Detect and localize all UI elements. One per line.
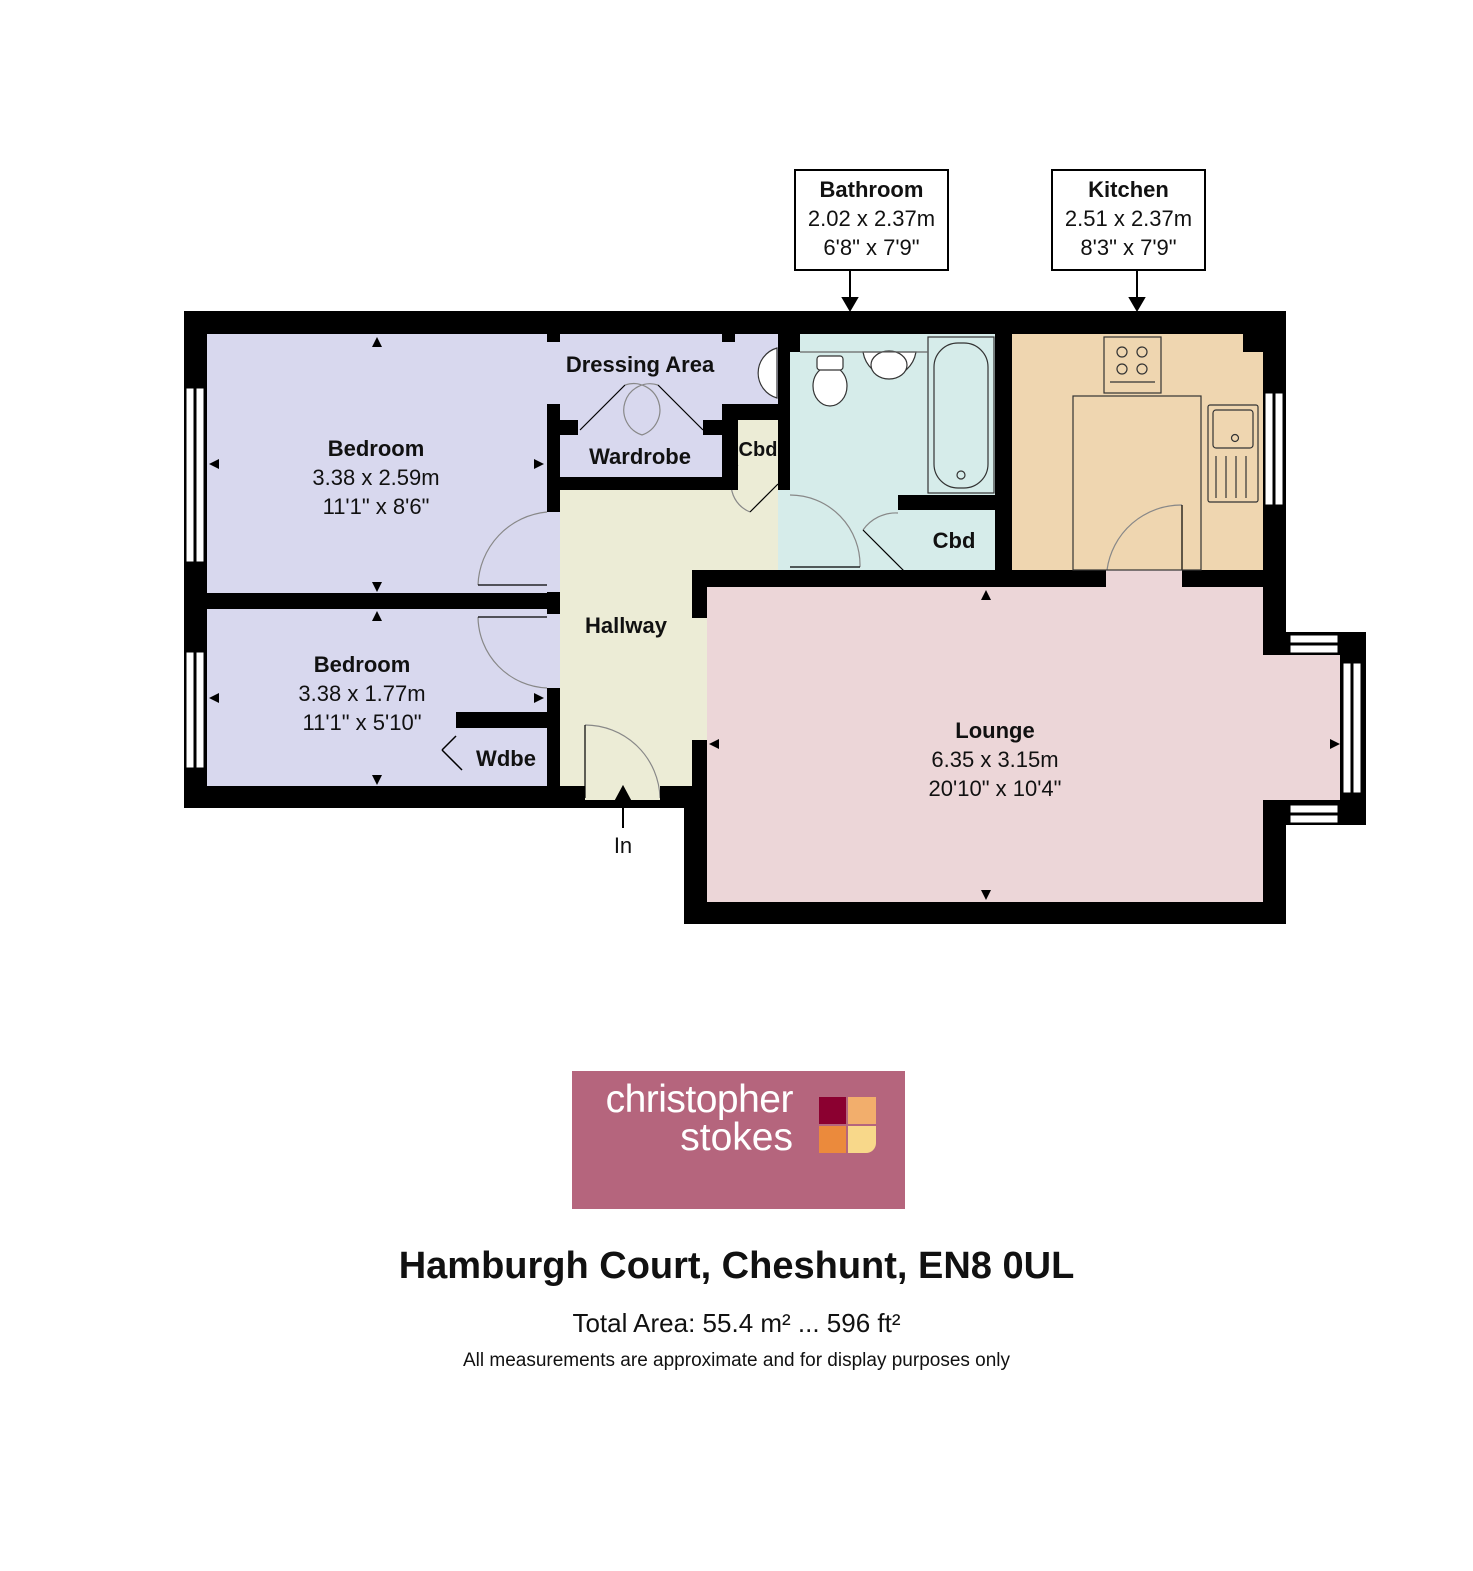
lounge-opening bbox=[695, 618, 707, 740]
wardrobe-label: Wardrobe bbox=[589, 444, 691, 469]
bathroom-cupboard-label: Cbd bbox=[932, 528, 976, 553]
room-imperial: 11'1" x 5'10" bbox=[302, 710, 422, 735]
bedroom-2-label: Bedroom 3.38 x 1.77m 11'1" x 5'10" bbox=[298, 650, 425, 737]
logo-tiles-icon bbox=[819, 1097, 876, 1153]
room-name: Bathroom bbox=[819, 177, 924, 202]
dressing-area-floor bbox=[547, 334, 778, 404]
lounge-label: Lounge 6.35 x 3.15m 20'10" x 10'4" bbox=[929, 716, 1062, 803]
cupboard-label: Cbd bbox=[738, 439, 778, 461]
disclaimer: All measurements are approximate and for… bbox=[462, 1350, 1011, 1371]
property-address: Hamburgh Court, Cheshunt, EN8 0UL bbox=[398, 1245, 1075, 1287]
room-metric: 3.38 x 2.59m bbox=[312, 465, 440, 490]
callout-arrows bbox=[614, 270, 1146, 828]
dressing-area-label: Dressing Area bbox=[565, 352, 715, 377]
hallway-floor-lower bbox=[560, 570, 695, 786]
bathroom-cupboard-wall bbox=[898, 495, 995, 510]
bathroom-callout: Bathroom 2.02 x 2.37m 6'8" x 7'9" bbox=[794, 169, 949, 271]
bedroom-door-opening bbox=[547, 614, 560, 688]
room-metric: 2.02 x 2.37m bbox=[807, 206, 936, 231]
internal-walls bbox=[456, 334, 1263, 808]
basin-icon bbox=[757, 347, 928, 399]
floor-plan bbox=[184, 270, 1366, 924]
door-swings bbox=[477, 382, 1183, 799]
toilet-icon bbox=[812, 355, 848, 407]
dressing-wardrobe-floor bbox=[560, 404, 722, 477]
bedroom-1-label: Bedroom 3.38 x 2.59m 11'1" x 8'6" bbox=[312, 434, 439, 521]
room-imperial: 8'3" x 7'9" bbox=[1080, 235, 1177, 260]
room-metric: 3.38 x 1.77m bbox=[298, 681, 426, 706]
lounge-bay-floor bbox=[1263, 655, 1340, 800]
hallway-label: Hallway bbox=[585, 613, 667, 638]
room-imperial: 11'1" x 8'6" bbox=[322, 494, 430, 519]
kitchen-callout: Kitchen 2.51 x 2.37m 8'3" x 7'9" bbox=[1051, 169, 1206, 271]
room-name: Lounge bbox=[955, 718, 1035, 743]
sink-icon bbox=[1207, 404, 1259, 503]
windows bbox=[185, 387, 1362, 824]
agency-logo: christopher stokes bbox=[572, 1071, 905, 1209]
kitchen-floor bbox=[1012, 334, 1263, 570]
hallway-bedroom-openings bbox=[547, 512, 560, 592]
wdbe-label: Wdbe bbox=[476, 746, 536, 771]
cupboard-floor bbox=[738, 420, 778, 490]
lounge-floor bbox=[707, 587, 1263, 902]
room-name: Kitchen bbox=[1088, 177, 1169, 202]
bathroom-door-opening bbox=[778, 490, 790, 570]
entrance-label: In bbox=[613, 833, 633, 858]
bedroom-2-floor bbox=[207, 609, 547, 786]
room-imperial: 20'10" x 10'4" bbox=[928, 776, 1062, 801]
logo-line-1: christopher bbox=[605, 1078, 794, 1121]
kitchen-counter bbox=[1072, 395, 1202, 571]
bedroom-1-floor bbox=[207, 334, 547, 593]
kitchen-door-opening bbox=[1106, 570, 1182, 587]
logo-line-2: stokes bbox=[680, 1116, 793, 1159]
total-area: Total Area: 55.4 m² ... 596 ft² bbox=[572, 1308, 901, 1338]
hob-icon bbox=[1103, 336, 1162, 394]
room-name: Bedroom bbox=[313, 652, 411, 677]
room-name: Bedroom bbox=[327, 436, 425, 461]
hallway-floor bbox=[555, 490, 787, 570]
room-metric: 2.51 x 2.37m bbox=[1064, 206, 1193, 231]
dimension-markers bbox=[209, 337, 1340, 900]
room-imperial: 6'8" x 7'9" bbox=[823, 235, 920, 260]
bath-icon bbox=[927, 336, 995, 494]
room-metric: 6.35 x 3.15m bbox=[931, 747, 1059, 772]
